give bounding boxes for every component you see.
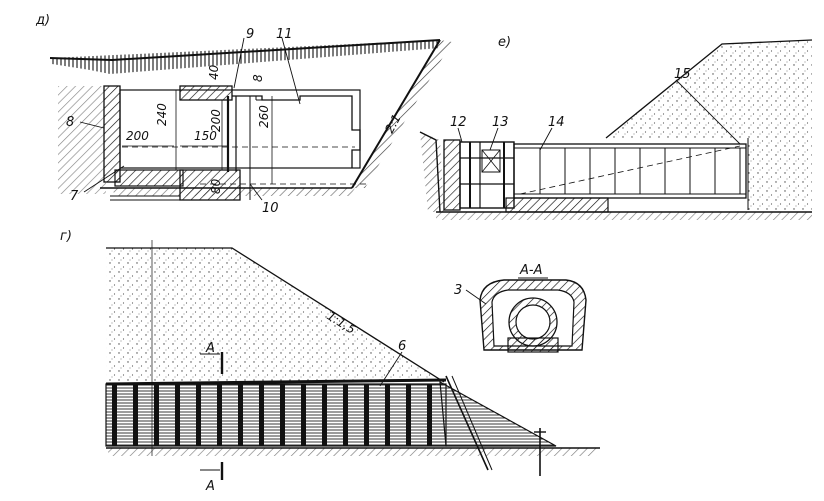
label-11: 11 [276,27,293,42]
base-e [505,197,609,213]
section-mark-bottom: А [205,479,215,494]
panel-g-letter: г) [60,229,72,244]
dim-8: 8 [251,74,265,82]
label-9: 9 [246,27,254,42]
pipe-g-rib [280,384,285,446]
ground-top-hatch [50,40,440,74]
label-7: 7 [70,189,79,204]
pipe-g-rib [259,384,264,446]
pipe-g-rib [364,384,369,446]
lintel [179,85,233,101]
section-a-a: А-А 3 [454,263,587,353]
pipe-g-rib [385,384,390,446]
section-base [507,337,559,353]
grate-cross [481,149,501,173]
foundation-step [179,169,241,201]
label-12: 12 [450,115,467,130]
label-3: 3 [454,283,462,298]
ground-e-left [420,132,444,212]
dim-150: 150 [194,129,217,143]
label-6: 6 [398,339,406,354]
dim-240: 240 [155,103,169,126]
outlet-wing [439,380,557,447]
pipe-e-ribs [539,148,741,194]
label-13: 13 [492,115,509,130]
pipe-g-rib [238,384,243,446]
dim-260: 260 [257,105,271,128]
panel-e: е) 12 13 14 [419,35,813,220]
dim-200-vertical: 200 [209,109,223,132]
left-wall [103,85,121,183]
panel-d-letter: д) [35,13,50,28]
pipe-g-rib [343,384,348,446]
section-mark-top: А [205,341,215,356]
dim-40: 40 [207,64,221,80]
pipe-g-rib [196,384,201,446]
ground-e-hatch [436,212,812,220]
ground-g-hatch [106,448,600,456]
pipe-g-rib [217,384,222,446]
label-8: 8 [66,115,74,130]
pipe-g-rib [406,384,411,446]
pipe-g-ribs [112,384,432,446]
label-14: 14 [548,115,565,130]
pipe-g-rib [301,384,306,446]
pipe-g-rib [154,384,159,446]
pipe-g-rib [133,384,138,446]
foundation-slab [114,169,184,187]
section-pipe-hole [515,304,551,340]
headwall-e [443,139,461,211]
label-10: 10 [262,201,279,216]
dim-80: 80 [209,178,223,194]
embankment-g [106,248,444,382]
pipe-g-rib [322,384,327,446]
panel-e-letter: е) [498,35,511,50]
pipe-g-rib [175,384,180,446]
section-title: А-А [519,263,542,278]
pipe-g-rib [427,384,432,446]
ground-right-hatch [352,40,452,188]
label-15: 15 [674,67,691,82]
pipe-body [119,89,361,169]
dim-200: 200 [126,129,149,143]
pipe-g-rib [112,384,117,446]
pipe-e [513,143,747,199]
panel-d: д) 200 [35,13,452,216]
left-ground [58,86,106,194]
panel-g: г) 1:1,5 А А 6 [60,229,600,494]
embankment-e [606,40,812,210]
